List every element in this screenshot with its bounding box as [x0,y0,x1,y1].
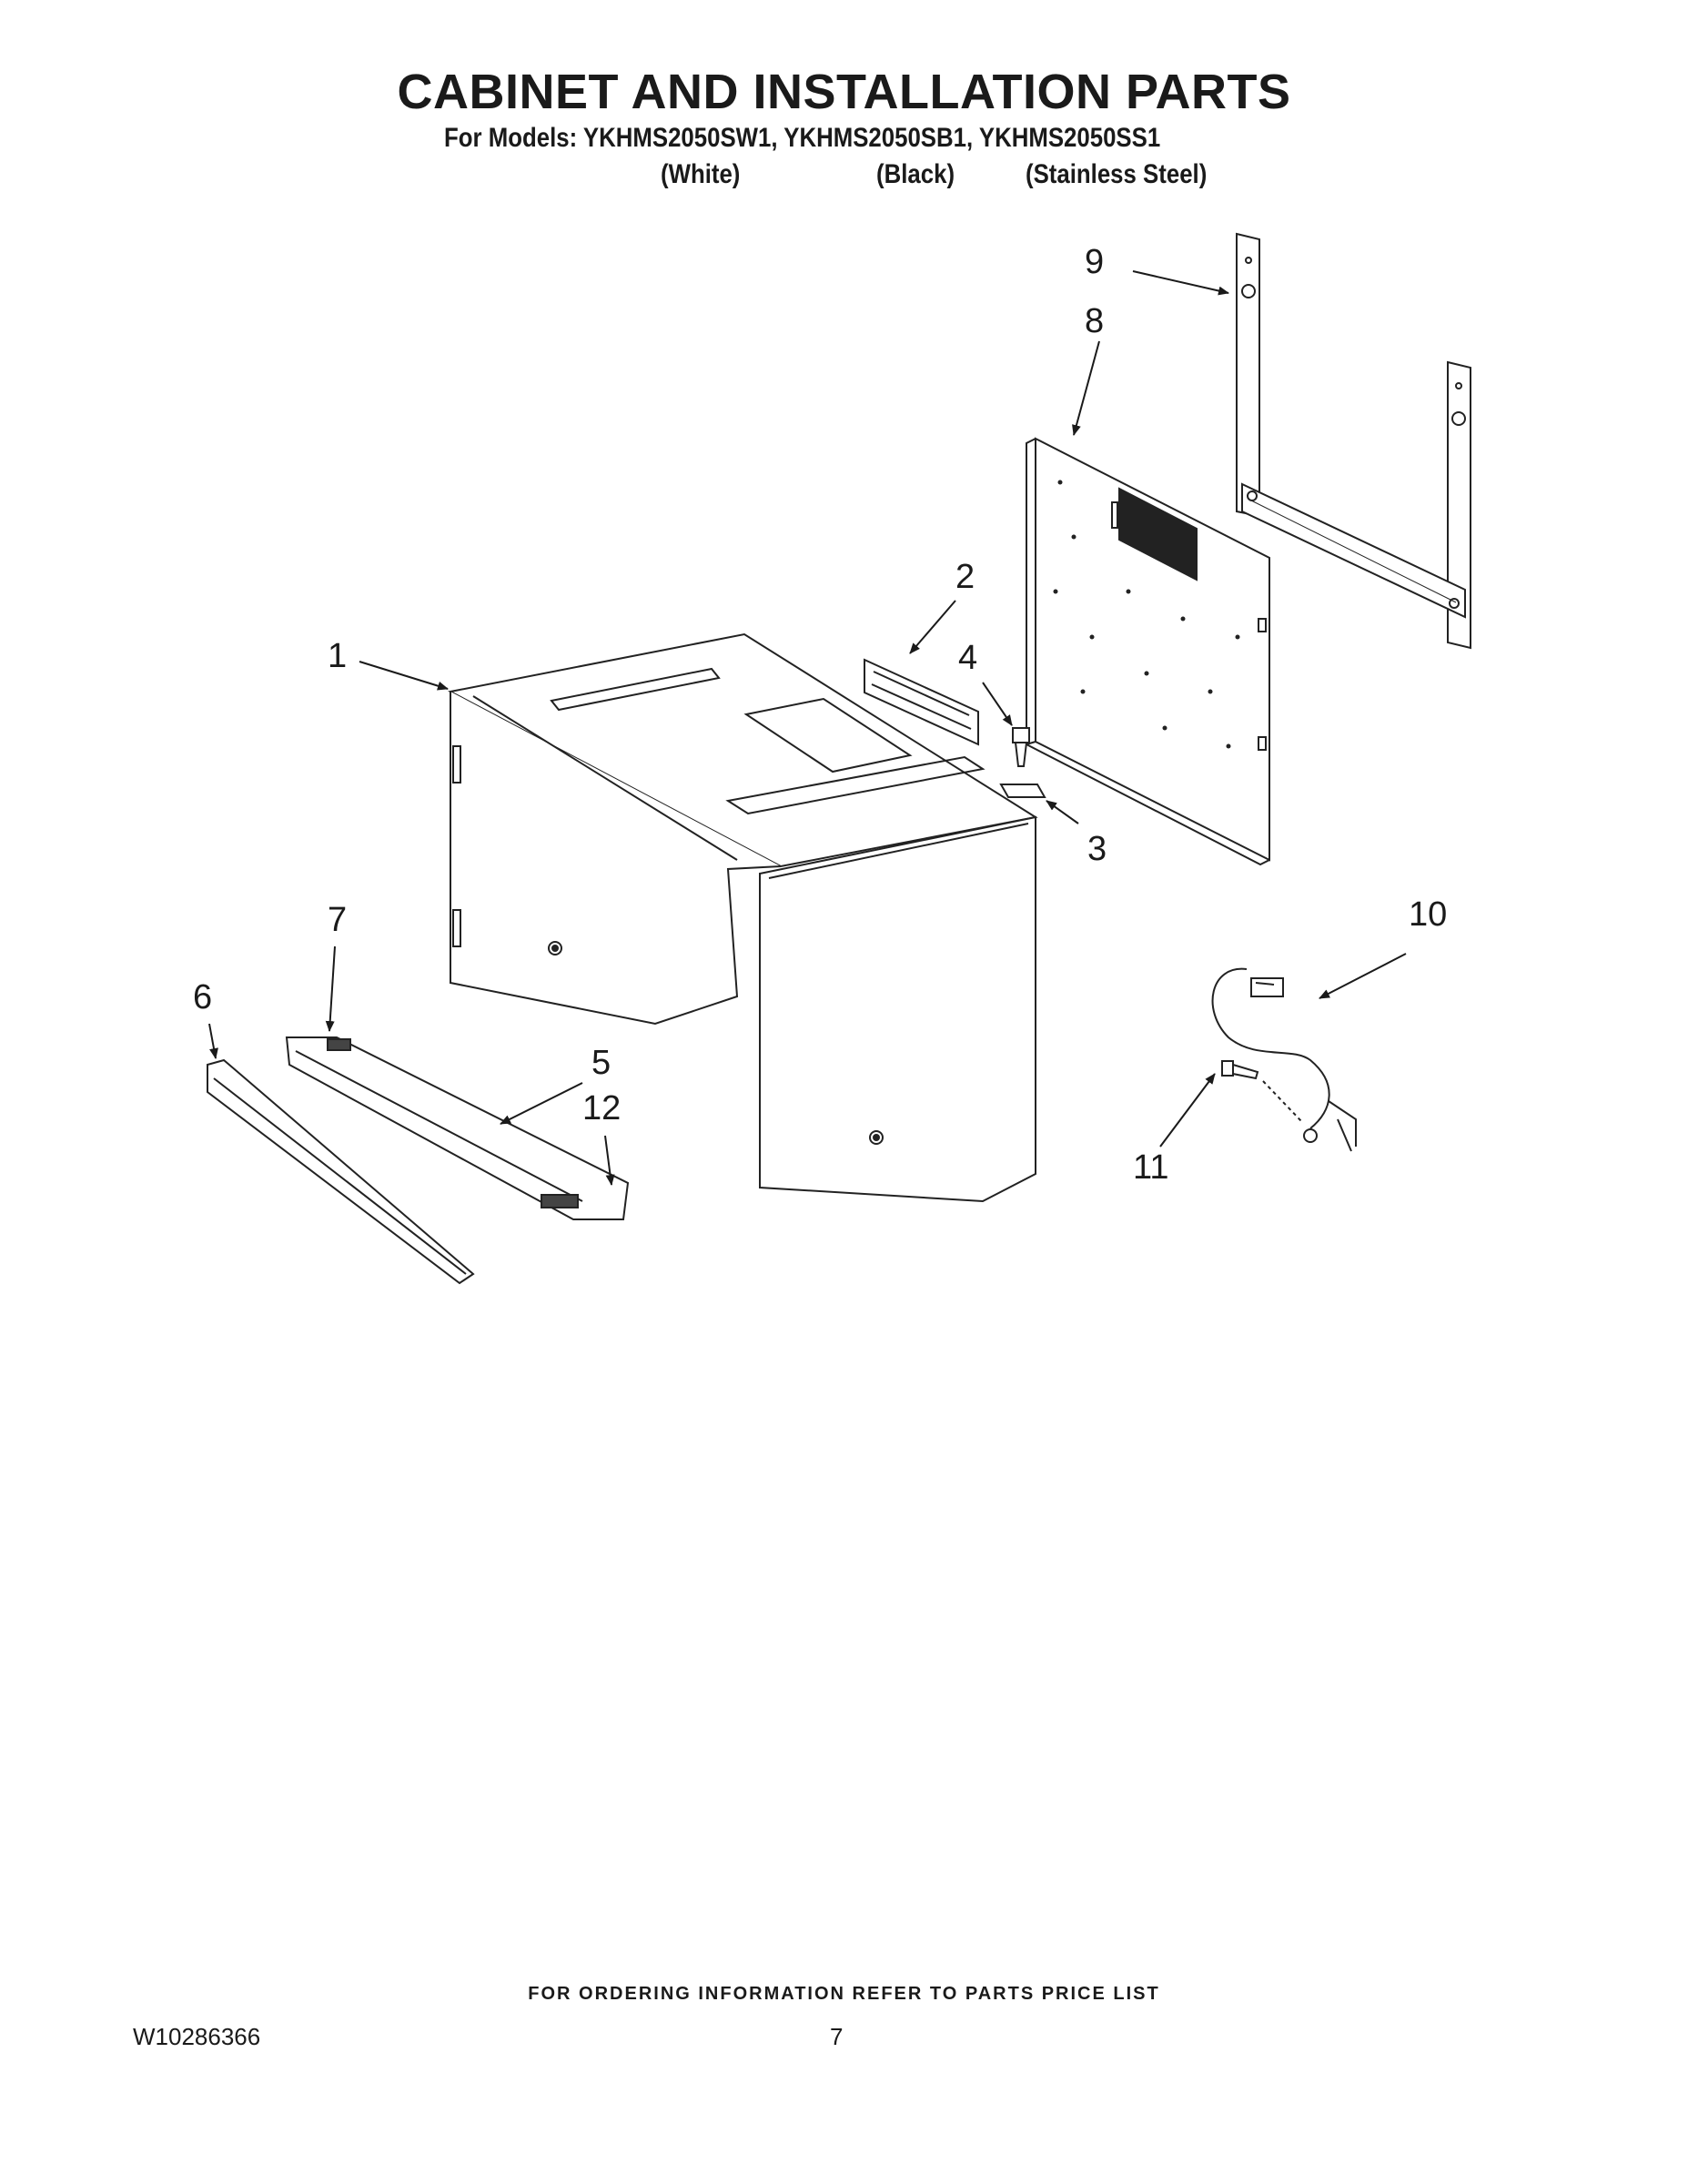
page-number: 7 [830,2023,844,2050]
page-title: CABINET AND INSTALLATION PARTS [397,65,1291,119]
callout-3: 3 [1087,830,1107,868]
models-line: For Models: YKHMS2050SW1, YKHMS2050SB1, … [444,123,1161,153]
front-trim-part [207,1058,475,1285]
cabinet-wrapper-part [448,632,1038,1203]
mounting-plate-part [1026,437,1270,866]
document-number: W10286366 [133,2023,261,2050]
callout-2: 2 [955,558,975,596]
callout-arrows [208,270,1407,1186]
callout-12: 12 [582,1089,621,1127]
vent-grille-part [285,1036,630,1220]
ground-screw-part [1221,1060,1302,1122]
callout-10: 10 [1409,895,1447,934]
screw-part [1012,727,1030,767]
variant-white: (White) [661,159,741,189]
mounting-bracket-part [1236,232,1471,650]
clip-part [999,784,1046,798]
callout-1: 1 [328,637,347,675]
variant-stainless: (Stainless Steel) [1026,159,1208,189]
vent-damper-part [864,658,979,746]
callout-5: 5 [591,1044,611,1082]
callout-11: 11 [1133,1148,1168,1187]
callout-4: 4 [958,639,977,677]
callout-8: 8 [1085,302,1104,340]
variant-black: (Black) [876,159,955,189]
callout-9: 9 [1085,243,1104,281]
ordering-note: FOR ORDERING INFORMATION REFER TO PARTS … [528,1984,1160,2004]
callout-7: 7 [328,901,347,939]
callout-6: 6 [193,978,212,1016]
power-cord-part [1211,967,1357,1152]
